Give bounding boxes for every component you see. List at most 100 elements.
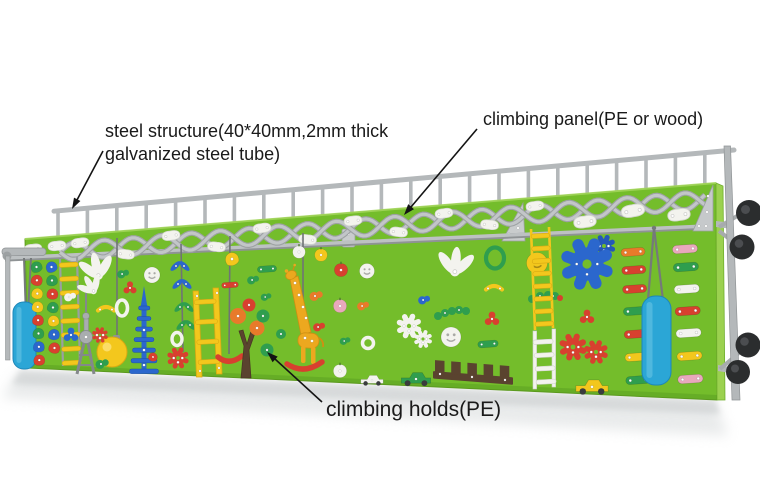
pill-hold: [672, 261, 700, 273]
ladder-rung: [196, 338, 220, 345]
red-pill-hold: [221, 281, 239, 289]
pill-hold: [620, 246, 646, 258]
screw: [576, 345, 580, 349]
pill-hold: [677, 373, 704, 385]
ladder-rung: [534, 320, 554, 327]
right-support-frame: [692, 145, 760, 401]
pill-hold: [675, 327, 702, 339]
gear-hole: [98, 333, 102, 337]
wave-strand-back: [58, 193, 707, 259]
ladder-rung: [531, 257, 551, 264]
giraffe-hold: [284, 263, 325, 372]
punching-bag-right: [641, 295, 672, 386]
ground-shadow: [2, 370, 728, 436]
pearl-tower-hold: [75, 293, 96, 375]
smiley-face: [359, 263, 375, 279]
steel-structure-label-line1: steel structure(40*40mm,2mm thick: [105, 121, 389, 141]
fence-hold: [433, 360, 513, 385]
screw: [407, 329, 411, 333]
steel-structure-label: steel structure(40*40mm,2mm thick galvan…: [105, 120, 388, 166]
green-pill-hold: [477, 339, 499, 349]
ladder-rung: [61, 345, 81, 352]
rock-crimp-hold: [33, 354, 46, 366]
white-gear-hold: [396, 313, 422, 339]
ladder-rung: [58, 261, 79, 268]
ladder-rung: [60, 303, 80, 310]
blue-gear-hold: [561, 238, 613, 290]
red-crab-hold: [92, 327, 108, 343]
gear-hole: [602, 244, 606, 248]
gear-hole: [570, 344, 576, 350]
tree-hold: [230, 298, 286, 379]
ladder-rung: [533, 283, 553, 290]
gear-hole: [176, 356, 180, 360]
leaf-vine-hold: [168, 259, 198, 348]
ladder-rung: [193, 298, 217, 305]
green-ring-hold: [483, 245, 507, 271]
gear-hole: [421, 337, 425, 341]
screw: [585, 272, 589, 276]
white-gear-hold: [414, 330, 432, 348]
ladder-rung: [533, 352, 555, 359]
screw: [594, 355, 598, 359]
left-cantilever-arm: [1, 247, 47, 361]
support-post: [723, 145, 741, 401]
climbing-holds-label: climbing holds(PE): [326, 398, 502, 421]
gear-hole: [593, 349, 599, 355]
pill-hold: [622, 283, 648, 295]
smiley-mouth: [446, 338, 456, 342]
pill-hold: [673, 283, 700, 295]
ladder-rung: [59, 275, 79, 282]
punching-bag-left: [12, 301, 37, 370]
pill-hold: [676, 350, 703, 362]
ladder-rung: [532, 338, 554, 345]
climbing-holds-arrow-line: [274, 358, 323, 403]
green-caterpillar-hold: [434, 306, 470, 320]
smiley-mouth: [148, 276, 156, 280]
steel-structure-arrow-line: [76, 150, 104, 201]
screw: [176, 360, 180, 364]
smiley-eye: [148, 272, 151, 275]
ladder-rung: [535, 378, 557, 385]
ladder-rung: [195, 318, 218, 325]
screw: [599, 350, 603, 354]
rope-ladder-right: [529, 226, 555, 331]
screw: [566, 345, 570, 349]
screw: [425, 337, 429, 341]
screw: [95, 333, 99, 337]
climbing-panel-label: climbing panel(PE or wood): [483, 109, 704, 129]
support-pads: [726, 200, 760, 384]
swing-seat: [215, 353, 245, 364]
screw: [421, 341, 425, 345]
ladder-rung: [530, 232, 550, 239]
ladder-rung: [197, 358, 221, 365]
ladder-rung: [533, 295, 553, 302]
red-gear-hold: [559, 333, 587, 361]
smiley-face: [440, 326, 462, 348]
wavy-traverse-tube: [58, 190, 707, 263]
screw: [595, 262, 599, 266]
smiley-eye: [363, 268, 366, 271]
climbing-holds-arrowhead: [267, 352, 278, 363]
solid-yellow-ladder: [192, 287, 223, 378]
steel-structure-label-line2: galvanized steel tube): [105, 144, 281, 164]
pill-hold: [621, 264, 647, 276]
white-ring-hold: [360, 335, 376, 351]
screw: [180, 356, 184, 360]
giraffe-rocker-base: [284, 359, 325, 372]
annotation-arrows: [72, 128, 478, 403]
white-ladder: [532, 328, 557, 390]
white-ring-hold: [114, 298, 130, 318]
steel-structure-arrowhead: [72, 197, 81, 209]
ladder-rung: [534, 308, 554, 315]
gear-hole: [406, 323, 412, 329]
screw: [417, 337, 421, 341]
red-gear-hold: [584, 340, 608, 364]
smiley-eye: [368, 268, 371, 271]
screw: [412, 324, 416, 328]
smiley-hold: [143, 266, 161, 284]
screw: [402, 324, 406, 328]
ladder-rung: [60, 317, 81, 324]
screw: [589, 350, 593, 354]
